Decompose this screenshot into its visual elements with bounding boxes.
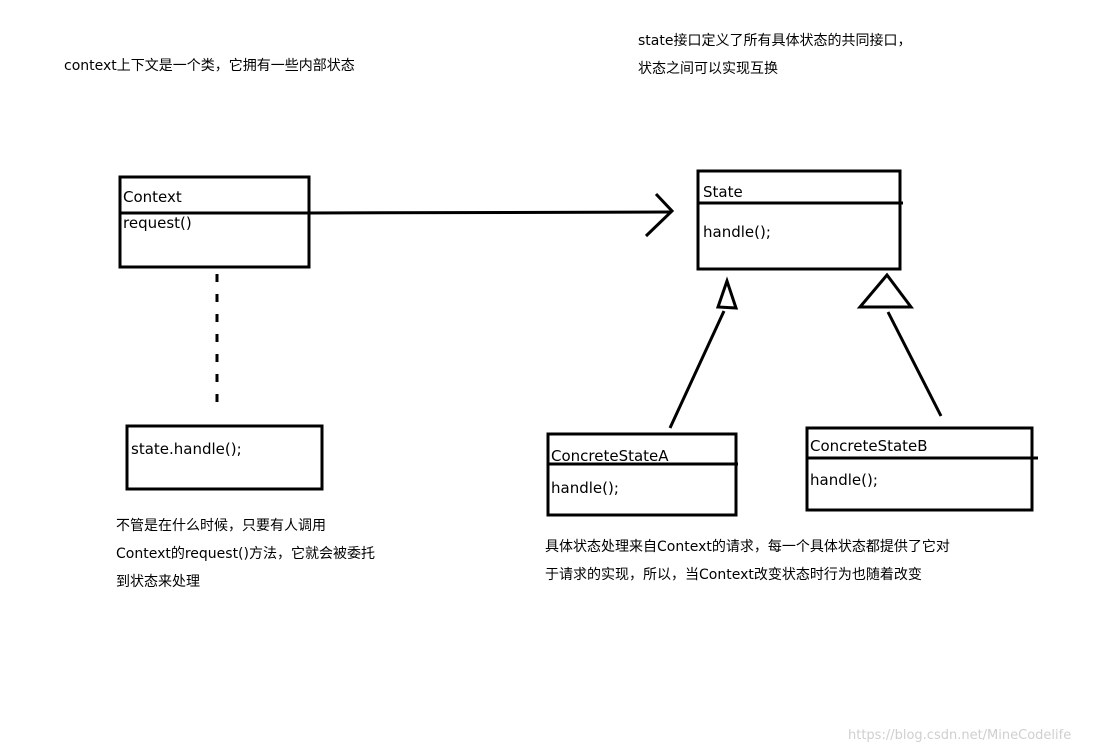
context-method: request() [123, 214, 192, 232]
delegate-note-line-3: 到状态来处理 [116, 574, 200, 590]
state-method: handle(); [703, 223, 771, 241]
concrete-b-method: handle(); [810, 471, 878, 489]
generalization-b [856, 272, 943, 417]
context-class-name: Context [123, 188, 182, 206]
state-note-line-1: state接口定义了所有具体状态的共同接口， [638, 33, 912, 49]
concrete-note-line-2: 于请求的实现，所以，当Context改变状态时行为也随着改变 [545, 567, 922, 583]
code-box-frame [125, 424, 324, 491]
state-note-line-2: 状态之间可以实现互换 [638, 61, 778, 77]
code-snippet: state.handle(); [131, 440, 242, 458]
state-interface-name: State [703, 183, 743, 201]
concrete-note-line-1: 具体状态处理来自Context的请求，每一个具体状态都提供了它对 [545, 539, 950, 555]
delegate-note-line-1: 不管是在什么时候，只要有人调用 [116, 518, 326, 534]
concrete-a-method: handle(); [551, 479, 619, 497]
context-note-line: context上下文是一个类，它拥有一些内部状态 [64, 58, 355, 74]
concrete-a-box-frame [546, 432, 738, 517]
context-note: context上下文是一个类，它拥有一些内部状态 [64, 52, 355, 80]
context-box-frame [118, 175, 311, 269]
watermark: https://blog.csdn.net/MineCodelife [848, 728, 1072, 743]
delegate-note: 不管是在什么时候，只要有人调用 Context的request()方法，它就会被… [116, 512, 375, 596]
association-arrow [308, 192, 675, 238]
state-note: state接口定义了所有具体状态的共同接口， 状态之间可以实现互换 [638, 27, 911, 83]
delegate-note-line-2: Context的request()方法，它就会被委托 [116, 546, 375, 562]
concrete-b-class-name: ConcreteStateB [810, 437, 928, 455]
concrete-b-box-frame [805, 426, 1038, 512]
generalization-a [668, 276, 739, 429]
concrete-a-class-name: ConcreteStateA [551, 447, 669, 465]
state-box-frame [696, 169, 903, 271]
concrete-note: 具体状态处理来自Context的请求，每一个具体状态都提供了它对 于请求的实现，… [545, 533, 950, 589]
